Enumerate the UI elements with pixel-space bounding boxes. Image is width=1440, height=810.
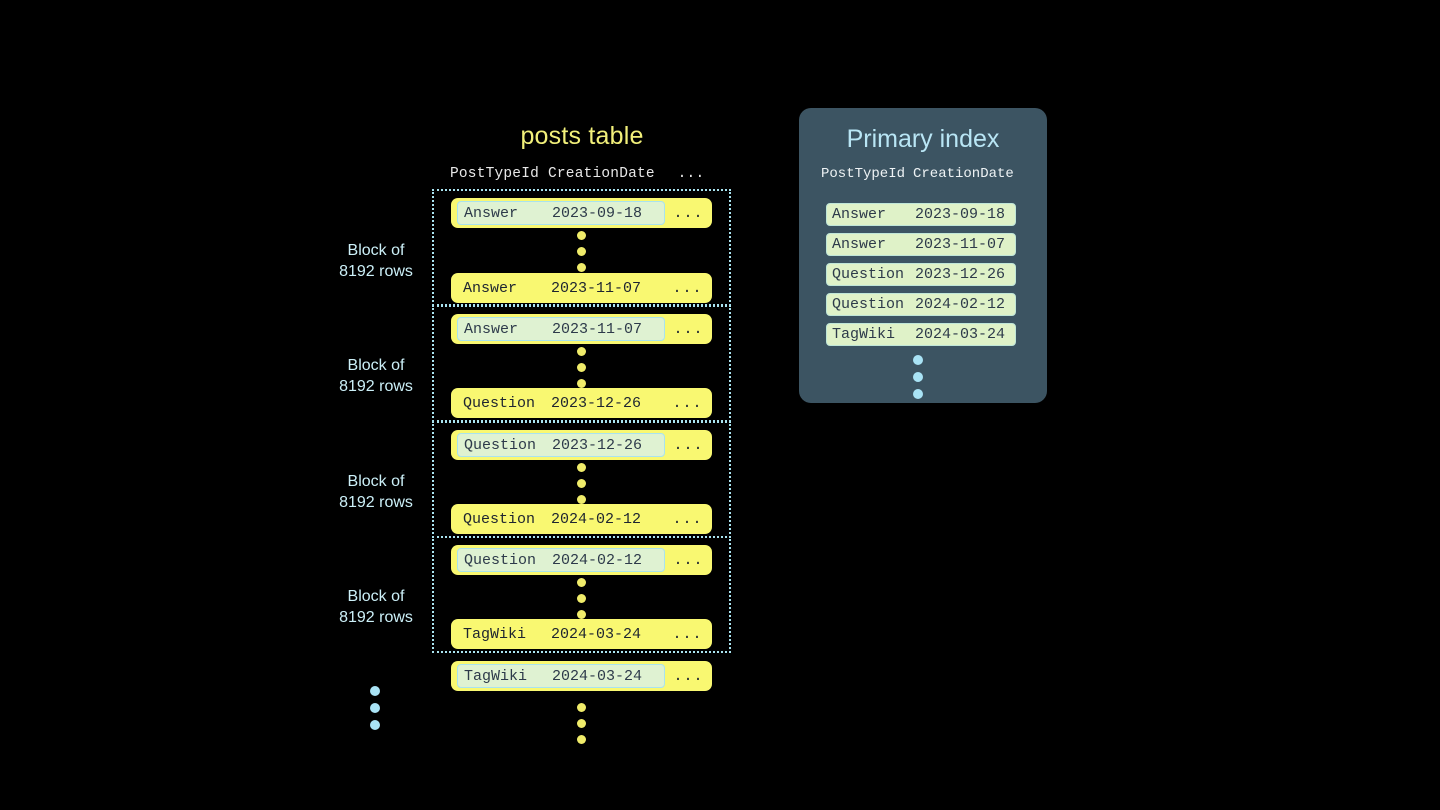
table-row-trailing: TagWiki 2024-03-24 ...	[451, 661, 712, 691]
pi-cell-creationdate: 2023-11-07	[915, 236, 1006, 253]
cell-posttypeid: Question	[463, 394, 536, 412]
table-row: Answer 2023-11-07 ...	[451, 273, 712, 303]
block-4	[432, 536, 731, 653]
pi-cell-posttypeid: Answer	[832, 236, 887, 253]
posts-table-column-headers: PostTypeId CreationDate ...	[450, 166, 712, 182]
block-3-label: Block of 8192 rows	[311, 471, 441, 513]
pi-cell-posttypeid: Question	[832, 296, 905, 313]
row-key-cell: Answer 2023-11-07	[457, 276, 663, 300]
block-4-label-line1: Block of	[347, 588, 405, 605]
row-ellipsis-dots	[577, 463, 586, 504]
block-4-label-line2: 8192 rows	[339, 609, 413, 626]
block-1-label-line2: 8192 rows	[339, 263, 413, 280]
block-2-label-line1: Block of	[347, 357, 405, 374]
block-4-label: Block of 8192 rows	[311, 586, 441, 628]
cell-creationdate: 2024-02-12	[552, 551, 643, 569]
pi-cell-creationdate: 2023-09-18	[915, 206, 1006, 223]
primary-index-column-headers: PostTypeId CreationDate	[821, 166, 1025, 182]
cell-creationdate: 2024-03-24	[551, 625, 642, 643]
table-row: Question 2023-12-26 ...	[451, 388, 712, 418]
cell-posttypeid: TagWiki	[463, 625, 527, 643]
cell-posttypeid: Question	[464, 551, 537, 569]
row-key-cell: Question 2023-12-26	[457, 391, 663, 415]
cell-ellipsis: ...	[673, 667, 704, 685]
pi-column-header-posttypeid: PostTypeId	[821, 166, 906, 182]
cell-posttypeid: Answer	[463, 279, 518, 297]
table-row: TagWiki 2024-03-24 ...	[451, 619, 712, 649]
row-key-cell: TagWiki 2024-03-24	[457, 664, 665, 688]
block-3-label-line2: 8192 rows	[339, 494, 413, 511]
cell-creationdate: 2024-03-24	[552, 667, 643, 685]
row-key-cell: TagWiki 2024-03-24	[457, 622, 663, 646]
row-key-cell: Question 2024-02-12	[457, 507, 663, 531]
row-ellipsis-dots	[577, 347, 586, 388]
pi-cell-creationdate: 2023-12-26	[915, 266, 1006, 283]
row-key-cell: Answer 2023-09-18	[457, 201, 665, 225]
pi-column-header-creationdate: CreationDate	[913, 166, 1014, 182]
row-key-cell: Question 2024-02-12	[457, 548, 665, 572]
cell-posttypeid: Question	[463, 510, 536, 528]
block-1-label-line1: Block of	[347, 242, 405, 259]
row-ellipsis-dots	[577, 231, 586, 272]
pi-cell-creationdate: 2024-02-12	[915, 296, 1006, 313]
table-row: Question 2023-12-26 ...	[451, 430, 712, 460]
row-key-cell: Question 2023-12-26	[457, 433, 665, 457]
table-row: Answer 2023-11-07 ...	[451, 314, 712, 344]
column-header-creationdate: CreationDate	[548, 166, 655, 182]
cell-ellipsis: ...	[672, 279, 703, 297]
column-header-ellipsis: ...	[677, 166, 705, 182]
cell-ellipsis: ...	[672, 510, 703, 528]
pi-cell-posttypeid: Question	[832, 266, 905, 283]
cell-ellipsis: ...	[673, 436, 704, 454]
pi-cell-posttypeid: Answer	[832, 206, 887, 223]
cell-creationdate: 2023-11-07	[552, 320, 643, 338]
cell-ellipsis: ...	[673, 551, 704, 569]
cell-creationdate: 2023-09-18	[552, 204, 643, 222]
table-row: Question 2024-02-12 ...	[451, 545, 712, 575]
cell-ellipsis: ...	[673, 320, 704, 338]
primary-index-row: Answer 2023-09-18	[826, 203, 1016, 226]
table-row: Answer 2023-09-18 ...	[451, 198, 712, 228]
cell-creationdate: 2024-02-12	[551, 510, 642, 528]
cell-ellipsis: ...	[672, 394, 703, 412]
cell-posttypeid: Answer	[464, 320, 519, 338]
block-2-label: Block of 8192 rows	[311, 355, 441, 397]
block-2-label-line2: 8192 rows	[339, 378, 413, 395]
cell-creationdate: 2023-12-26	[551, 394, 642, 412]
table-continues-dots	[577, 703, 586, 744]
block-3-label-line1: Block of	[347, 473, 405, 490]
cell-ellipsis: ...	[673, 204, 704, 222]
primary-index-panel: Primary index PostTypeId CreationDate An…	[799, 108, 1047, 403]
pi-cell-posttypeid: TagWiki	[832, 326, 896, 343]
cell-posttypeid: Question	[464, 436, 537, 454]
primary-index-row: Question 2023-12-26	[826, 263, 1016, 286]
row-ellipsis-dots	[577, 578, 586, 619]
primary-index-row: Question 2024-02-12	[826, 293, 1016, 316]
table-row: Question 2024-02-12 ...	[451, 504, 712, 534]
page-title: posts table	[520, 122, 644, 150]
blocks-continue-dots	[370, 686, 380, 730]
row-key-cell: Answer 2023-11-07	[457, 317, 665, 341]
primary-index-row: Answer 2023-11-07	[826, 233, 1016, 256]
primary-index-row: TagWiki 2024-03-24	[826, 323, 1016, 346]
cell-creationdate: 2023-11-07	[551, 279, 642, 297]
column-header-posttypeid: PostTypeId	[450, 166, 540, 182]
primary-index-title: Primary index	[846, 125, 1000, 153]
cell-posttypeid: TagWiki	[464, 667, 528, 685]
cell-creationdate: 2023-12-26	[552, 436, 643, 454]
cell-posttypeid: Answer	[464, 204, 519, 222]
primary-index-continues-dots	[913, 355, 923, 399]
pi-cell-creationdate: 2024-03-24	[915, 326, 1006, 343]
block-1-label: Block of 8192 rows	[311, 240, 441, 282]
cell-ellipsis: ...	[672, 625, 703, 643]
